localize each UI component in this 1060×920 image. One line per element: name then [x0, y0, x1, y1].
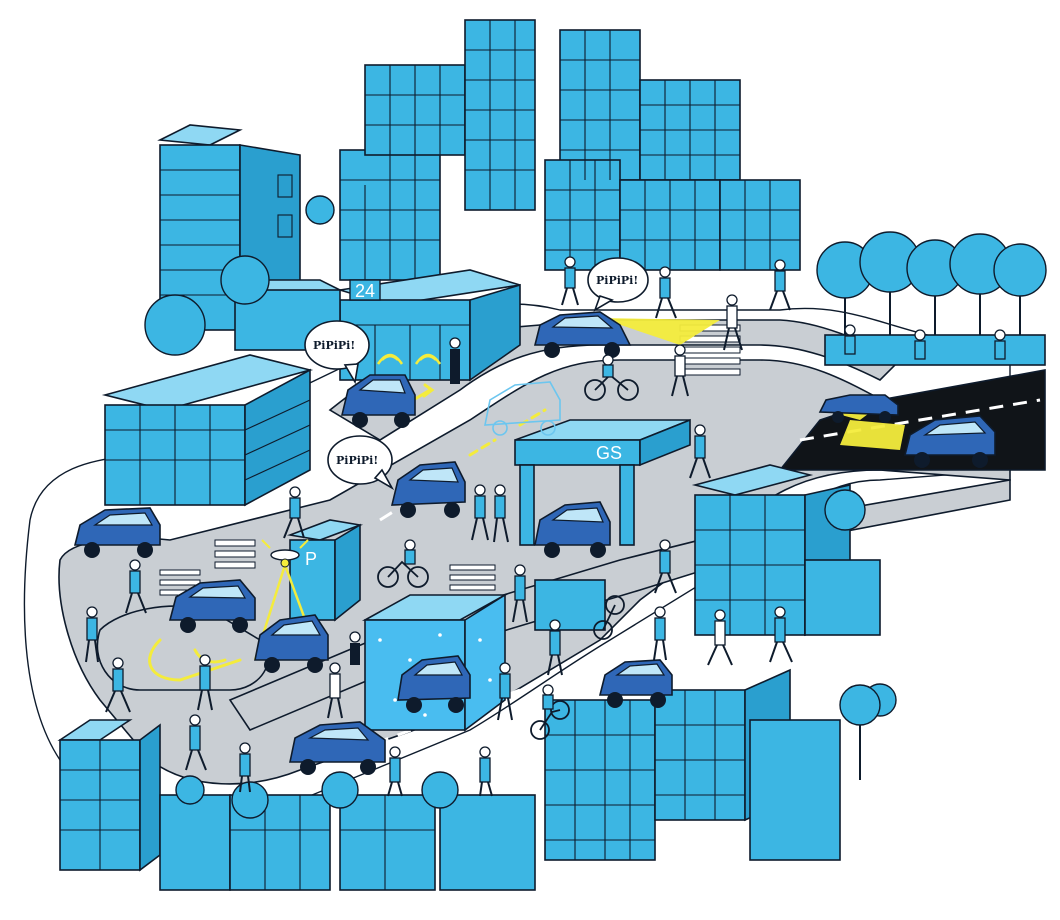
person: [125, 559, 147, 614]
person: [689, 424, 711, 479]
car-bottom: [289, 721, 386, 775]
person: [471, 484, 489, 541]
car-right-lower: [598, 659, 673, 708]
parking-loop: [96, 605, 269, 691]
convenience-store-24: 24: [339, 269, 521, 382]
crosswalks: [159, 324, 741, 596]
parking-sign: P: [305, 549, 317, 569]
person: [197, 654, 213, 711]
car-night-2: [818, 394, 899, 423]
person: [479, 746, 493, 797]
tree-row-right: [816, 231, 1047, 366]
bottom-buildings: [57, 668, 841, 891]
person: [671, 344, 689, 397]
car-left-hatch: [73, 507, 161, 558]
person: [723, 294, 743, 351]
speech-bubble-top: PiPiPi!: [587, 257, 649, 312]
gas-station-sign: GS: [596, 443, 622, 463]
parked-bike: [593, 595, 625, 640]
person: [707, 609, 733, 666]
pedestrians: [85, 256, 1006, 797]
person: [654, 539, 677, 594]
speech-bubble-center: PiPiPi!: [327, 435, 395, 491]
person: [512, 564, 528, 623]
gas-station: GS: [514, 418, 691, 546]
person: [387, 746, 403, 797]
car-parking-2: [254, 614, 329, 673]
car-parking-1: [168, 579, 256, 633]
person: [349, 631, 361, 665]
person: [769, 606, 793, 663]
signal-waves: [376, 353, 442, 365]
store-24-sign: 24: [355, 281, 375, 301]
person: [655, 266, 677, 319]
person: [769, 259, 791, 311]
person: [105, 657, 131, 713]
bubble-text: PiPiPi!: [313, 339, 355, 352]
bubble-text: PiPiPi!: [336, 454, 378, 467]
speech-bubble-left: PiPiPi!: [304, 320, 370, 385]
car-gas-station: [534, 501, 611, 558]
person: [283, 486, 305, 539]
person: [449, 337, 461, 384]
car-center: [390, 461, 466, 518]
person: [493, 484, 509, 543]
car-ghost-outline: [484, 381, 561, 436]
person: [327, 662, 343, 719]
person: [653, 606, 667, 661]
trees: [144, 195, 1047, 819]
cyclists: [377, 354, 639, 740]
bubble-text: PiPiPi!: [596, 274, 638, 287]
drone: [261, 539, 309, 568]
headlight-beams: [600, 318, 905, 450]
cyclist: [584, 354, 639, 401]
person: [239, 742, 251, 793]
person: [185, 714, 207, 771]
person: [85, 606, 99, 663]
person: [561, 256, 579, 306]
apartment-cluster-center: [339, 19, 801, 281]
car-24-store: [340, 374, 416, 428]
car-top-right: [533, 311, 632, 358]
cyclist: [377, 539, 429, 588]
person: [497, 662, 513, 721]
cyclist: [530, 684, 570, 740]
bench-people: [844, 324, 1006, 360]
brick-building-left: [101, 279, 344, 507]
cars: [73, 311, 996, 775]
car-night-1: [903, 415, 996, 468]
person: [547, 619, 563, 676]
car-showroom: [397, 655, 471, 713]
